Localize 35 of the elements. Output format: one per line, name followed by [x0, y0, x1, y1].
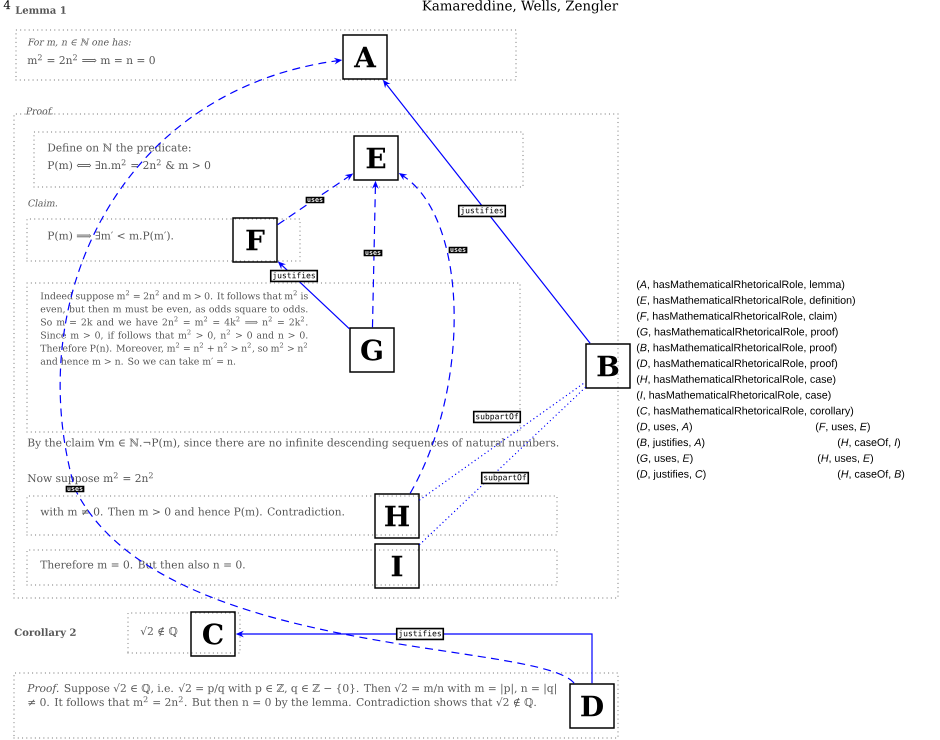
edge-label: justifies: [270, 270, 318, 282]
letter-box: I: [374, 543, 420, 589]
letter-box: A: [342, 34, 388, 80]
letter-box: B: [585, 343, 631, 389]
triple-text: (C, hasMathematicalRhetoricalRole, corollary): [636, 406, 854, 417]
node-label: Lemma 1: [16, 6, 66, 14]
edge-label: justifies: [458, 204, 506, 218]
triple-text: (G, uses, E): [636, 454, 693, 464]
running-header: Kamareddine, Wells, Zengler: [422, 0, 618, 14]
edge-label: subpartOf: [480, 472, 530, 484]
triple-text: (I, hasMathematicalRhetoricalRole, case): [636, 390, 831, 401]
page-number: 4: [4, 0, 10, 10]
edge-label: justifies: [396, 628, 444, 640]
node-label: Proof.: [26, 107, 53, 114]
node-label: Claim.: [28, 199, 57, 206]
triple-text: (F, hasMathematicalRhetoricalRole, claim): [636, 312, 837, 322]
arrow: [60, 58, 574, 684]
triple-text: (F, uses, E): [816, 422, 870, 432]
letter-box: H: [374, 493, 420, 539]
letter-box: E: [353, 135, 399, 181]
triple-text: (G, hasMathematicalRhetoricalRole, proof): [636, 328, 838, 338]
triple-text: (H, caseOf, B): [838, 470, 904, 480]
corollary-heading: Corollary 2: [14, 628, 76, 638]
letter-box: G: [349, 327, 395, 373]
letter-box: D: [569, 683, 615, 729]
triple-text: (H, caseOf, I): [838, 438, 900, 448]
triple-text: (E, hasMathematicalRhetoricalRole, definition): [636, 296, 855, 306]
triple-text: (B, justifies, A): [636, 438, 704, 448]
letter-box: F: [232, 217, 278, 263]
triple-text: (D, justifies, C): [636, 470, 706, 480]
triple-text: (H, uses, E): [818, 454, 874, 464]
letter-box: C: [190, 611, 236, 657]
edge-label: subpartOf: [472, 410, 522, 424]
triple-text: (A, hasMathematicalRhetoricalRole, lemma): [636, 280, 844, 290]
triple-text: (D, uses, A): [636, 422, 692, 432]
